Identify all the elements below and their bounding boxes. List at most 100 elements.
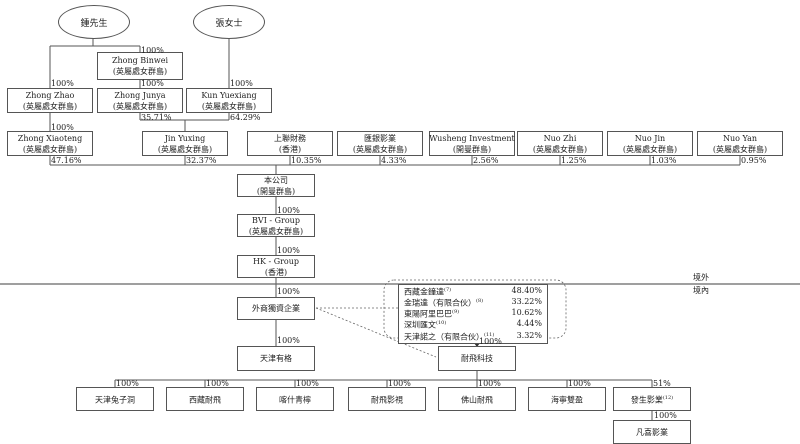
- entity-jurisdiction: (英屬處女群島): [248, 226, 304, 236]
- subsidiary-box: 佛山耐飛: [438, 387, 516, 411]
- entity-name: Jin Yuxing: [164, 133, 206, 143]
- shareholder-box: Nuo Zhi(英屬處女群島): [517, 131, 603, 156]
- onshore-shareholder-row: 東陽阿里巴巴(9) 10.62%: [404, 308, 542, 319]
- subsidiary-pct: 100%: [296, 379, 319, 388]
- entity-jurisdiction: (香港): [264, 267, 288, 277]
- subsidiary-pct: 100%: [388, 379, 411, 388]
- entity-jurisdiction: (英屬處女群島): [22, 144, 78, 154]
- label-offshore: 境外: [693, 273, 709, 282]
- entity-zhong-junya: Zhong Junya (英屬處女群島): [97, 88, 183, 113]
- onshore-shareholder-list: 西藏金鐘達(7)48.40%金瑞達（有限合伙）(8)33.22%東陽阿里巴巴(9…: [398, 284, 548, 344]
- entity-jurisdiction: (英屬處女群島): [22, 101, 78, 111]
- shareholder-box: 上聯財務(香港): [247, 131, 333, 156]
- pct-junya-to-jin: 35.71%: [141, 113, 172, 122]
- onshore-shareholder-name: 金瑞達（有限合伙）(8): [404, 298, 484, 308]
- subsidiary-box: 海寧雙盈: [528, 387, 606, 411]
- individual-name: 鍾先生: [80, 18, 108, 29]
- entity-name: 外商獨資企業: [252, 304, 300, 313]
- subsidiary-pct: 100%: [206, 379, 229, 388]
- subsidiary-box: 耐飛影視: [348, 387, 426, 411]
- entity-zhong-zhao: Zhong Zhao (英屬處女群島): [7, 88, 93, 113]
- onshore-shareholder-row: 深圳匯文(10)4.44%: [404, 319, 542, 330]
- entity-name: Zhong Binwei: [111, 56, 169, 65]
- entity-name: 耐飛科技: [461, 354, 493, 363]
- onshore-shareholder-pct: 10.62%: [511, 308, 542, 318]
- subsidiary-pct: 100%: [478, 379, 501, 388]
- pct-list-to-naifei: 100%: [479, 337, 502, 346]
- subsidiary-box: 天津兔子洞: [76, 387, 154, 411]
- individual-mr-zhong: 鍾先生: [58, 5, 130, 39]
- shareholder-pct: 47.16%: [51, 156, 82, 165]
- entity-jurisdiction: (英屬處女群島): [201, 101, 257, 111]
- pct-bvi-to-hk: 100%: [277, 246, 300, 255]
- shareholder-box: Nuo Yan(英屬處女群島): [697, 131, 783, 156]
- entity-zhong-binwei: Zhong Binwei (英屬處女群島): [97, 52, 183, 80]
- entity-company: 本公司 (開曼群島): [237, 174, 315, 197]
- entity-jurisdiction: (英屬處女群島): [157, 144, 213, 154]
- pct-zhao-to-xiaoteng: 100%: [51, 123, 74, 132]
- entity-name: Kun Yuexiang: [201, 90, 257, 100]
- entity-name: Zhong Junya: [114, 90, 166, 100]
- entity-name: 凡喜影業: [636, 427, 668, 437]
- entity-hk-group: HK - Group (香港): [237, 255, 315, 278]
- entity-name: 匯銀影業: [364, 133, 396, 143]
- shareholder-pct: 10.35%: [291, 156, 322, 165]
- individual-name: 張女士: [215, 18, 243, 29]
- onshore-shareholder-row: 西藏金鐘達(7) 48.40%: [404, 286, 542, 297]
- entity-tianjin-youge: 天津有格: [237, 346, 315, 371]
- entity-jurisdiction: (英屬處女群島): [352, 144, 408, 154]
- onshore-shareholder-row: 天津諾之（有限合伙）(11) 3.32%: [404, 331, 542, 342]
- entity-name: 海寧雙盈: [551, 395, 583, 405]
- pct-hk-to-wfoe: 100%: [277, 287, 300, 296]
- entity-name: Nuo Zhi: [543, 133, 577, 143]
- entity-name: 天津兔子洞: [95, 395, 135, 405]
- entity-name: 發生影業(12): [630, 394, 674, 405]
- shareholder-box: Zhong Xiaoteng(英屬處女群島): [7, 131, 93, 156]
- entity-name: Nuo Jin: [634, 133, 666, 143]
- onshore-shareholder-name: 西藏金鐘達(7): [404, 287, 452, 297]
- entity-jurisdiction: (香港): [278, 144, 302, 154]
- pct-fasheng-to-fanxi: 100%: [654, 411, 677, 420]
- subsidiary-pct: 51%: [653, 379, 671, 388]
- entity-name: Wusheng Investment: [429, 133, 515, 143]
- shareholder-pct: 1.25%: [561, 156, 587, 165]
- entity-name: 上聯財務: [274, 133, 306, 143]
- entity-jurisdiction: (英屬處女群島): [622, 144, 678, 154]
- shareholder-pct: 32.37%: [186, 156, 217, 165]
- subsidiary-pct: 100%: [116, 379, 139, 388]
- subsidiary-box: 西藏耐飛: [166, 387, 244, 411]
- shareholder-pct: 4.33%: [381, 156, 407, 165]
- entity-name: 佛山耐飛: [461, 395, 493, 405]
- onshore-shareholder-row: 金瑞達（有限合伙）(8) 33.22%: [404, 297, 542, 308]
- entity-name: Nuo Yan: [722, 133, 758, 143]
- entity-name: HK - Group: [252, 256, 300, 266]
- pct-company-to-bvi: 100%: [277, 206, 300, 215]
- entity-jurisdiction: (英屬處女群島): [712, 144, 768, 154]
- pct-zhong-to-binwei: 100%: [141, 46, 164, 55]
- onshore-shareholder-pct: 33.22%: [511, 297, 542, 307]
- entity-name: 西藏耐飛: [189, 395, 221, 405]
- onshore-shareholder-pct: 3.32%: [516, 330, 542, 340]
- subsidiary-box: 發生影業(12): [613, 387, 691, 411]
- pct-zhong-to-zhao: 100%: [51, 79, 74, 88]
- shareholder-box: 匯銀影業(英屬處女群島): [337, 131, 423, 156]
- label-onshore: 境內: [693, 286, 709, 295]
- entity-name: 本公司: [264, 175, 288, 185]
- entity-jurisdiction: (英屬處女群島): [112, 101, 168, 111]
- shareholder-pct: 2.56%: [473, 156, 499, 165]
- entity-jurisdiction: (英屬處女群島): [112, 67, 168, 76]
- subsidiary-pct: 100%: [568, 379, 591, 388]
- entity-kun-yuexiang: Kun Yuexiang (英屬處女群島): [186, 88, 272, 113]
- entity-fanxi: 凡喜影業: [613, 420, 691, 444]
- subsidiary-box: 喀什青檸: [256, 387, 334, 411]
- entity-wfoe: 外商獨資企業: [237, 297, 315, 320]
- onshore-shareholder-name: 深圳匯文(10): [404, 320, 447, 331]
- entity-naifei-tech: 耐飛科技: [438, 346, 516, 371]
- entity-name: 天津有格: [260, 354, 292, 363]
- entity-name: Zhong Zhao: [25, 90, 75, 100]
- individual-ms-zhang: 張女士: [193, 5, 265, 39]
- onshore-shareholder-name: 東陽阿里巴巴(9): [404, 309, 460, 319]
- onshore-shareholder-pct: 48.40%: [511, 286, 542, 295]
- entity-bvi-group: BVI - Group (英屬處女群島): [237, 214, 315, 237]
- onshore-shareholder-name: 天津諾之（有限合伙）(11): [404, 331, 495, 342]
